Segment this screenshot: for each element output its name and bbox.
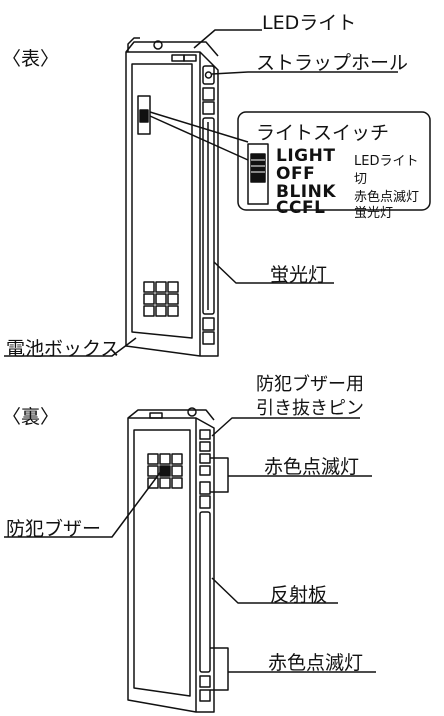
switch-pos-ccfl-desc: 蛍光灯 — [354, 206, 394, 221]
fluorescent-tube — [202, 117, 215, 315]
switch-pos-off-desc: 切 — [354, 172, 368, 187]
switch-pos-blink-key: BLINK — [276, 182, 337, 202]
switch-callout-box — [237, 111, 431, 211]
front-device — [125, 37, 219, 357]
buzzer-grille-front — [143, 281, 179, 317]
switch-pos-light-desc: LEDライト — [354, 154, 419, 169]
switch-pos-off-key: OFF — [276, 164, 316, 184]
strap-hole-label: ストラップホール — [256, 52, 409, 74]
leader-lines — [4, 29, 398, 691]
buzzer-pin-label-2: 引き抜きピン — [256, 398, 364, 419]
light-switch — [137, 95, 151, 135]
led-light-label: LEDライト — [262, 12, 357, 34]
reflector — [199, 511, 211, 673]
buzzer-pin-label-1: 防犯ブザー用 — [256, 374, 364, 395]
switch-pos-ccfl-key: CCFL — [276, 198, 326, 218]
light-switch-title: ライトスイッチ — [256, 122, 390, 144]
red-blink-bottom-label: 赤色点滅灯 — [268, 652, 364, 674]
buzzer-label: 防犯ブザー — [6, 518, 102, 540]
back-heading: 〈裏〉 — [2, 406, 60, 428]
front-heading: 〈表〉 — [2, 48, 60, 70]
battery-box-label: 電池ボックス — [6, 338, 120, 360]
reflector-label: 反射板 — [270, 584, 328, 606]
back-device — [127, 407, 215, 713]
red-blink-top-label: 赤色点滅灯 — [264, 456, 360, 478]
strap-hole — [202, 65, 215, 85]
switch-pos-light-key: LIGHT — [276, 146, 336, 166]
switch-pos-blink-desc: 赤色点滅灯 — [354, 190, 420, 205]
fluorescent-label: 蛍光灯 — [270, 264, 328, 286]
buzzer-grille-back — [147, 453, 183, 489]
buzzer-pin — [199, 429, 211, 476]
